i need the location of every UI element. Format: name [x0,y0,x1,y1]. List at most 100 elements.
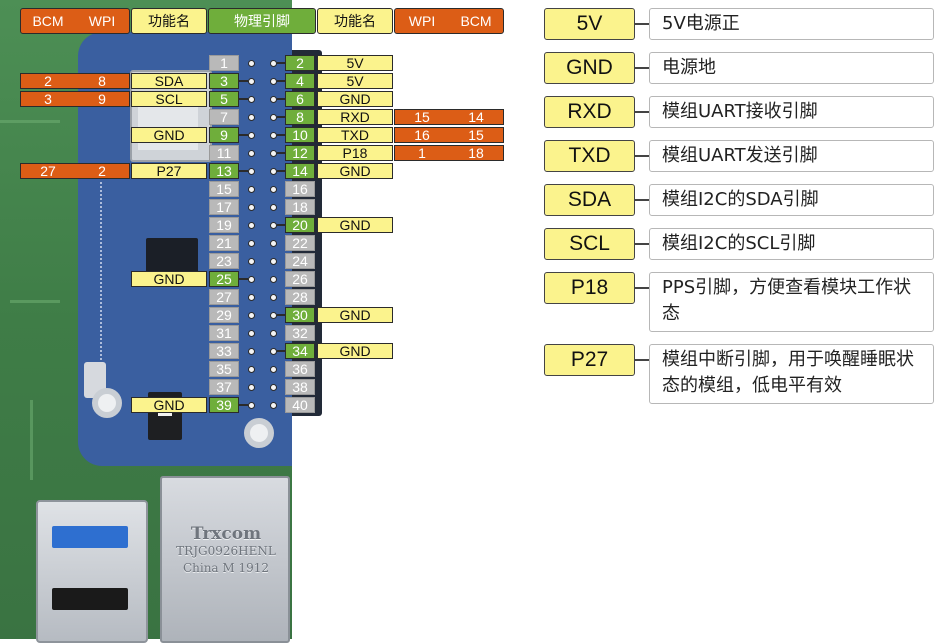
pin-even-6: 6 [285,91,315,107]
pin-even-connector [270,186,277,193]
pin-odd-connector [248,150,255,157]
pin-odd-connector [248,240,255,247]
pcb-trace [10,300,60,303]
pin-odd-connector [248,294,255,301]
bcm-number: 14 [468,109,484,125]
pin-even-connector [270,204,277,211]
pin-even-func-8: RXD [317,109,393,125]
pin-odd-func-5: SCL [131,91,207,107]
pin-even-connector [270,96,277,103]
legend-desc-scl: 模组I2C的SCL引脚 [649,228,934,260]
pin-odd-15: 15 [209,181,239,197]
pin-even-func-10: TXD [317,127,393,143]
pin-odd-connector [248,330,255,337]
legend-desc-p18: PPS引脚，方便查看模块工作状态 [649,272,934,332]
pin-even-connector [270,78,277,85]
pin-odd-connector [248,402,255,409]
pin-odd-func-39: GND [131,397,207,413]
pin-even-connector [270,330,277,337]
pin-odd-connector [248,222,255,229]
pin-even-connector-line [277,152,285,154]
pin-even-36: 36 [285,361,315,377]
pin-even-func-12: P18 [317,145,393,161]
pin-even-28: 28 [285,289,315,305]
pin-odd-connector [248,78,255,85]
pin-even-8: 8 [285,109,315,125]
header-wpi-label: WPI [408,13,436,29]
wpi-number: 16 [414,127,430,143]
pin-odd-connector [248,366,255,373]
pin-even-connector [270,150,277,157]
legend-connector [635,199,649,201]
legend-key-scl: SCL [544,228,635,260]
pin-even-2: 2 [285,55,315,71]
pin-odd-13: 13 [209,163,239,179]
eth-model-text: TRJG0926HENL [176,544,276,558]
pin-odd-func-9: GND [131,127,207,143]
pin-odd-11: 11 [209,145,239,161]
wpi-number: 8 [98,73,106,89]
pin-odd-5: 5 [209,91,239,107]
pin-even-26: 26 [285,271,315,287]
pin-odd-connector [248,96,255,103]
bcm-number: 27 [40,163,56,179]
pin-even-connector [270,168,277,175]
pin-even-connector [270,114,277,121]
legend-connector [635,243,649,245]
pin-odd-27: 27 [209,289,239,305]
legend-desc-txd: 模组UART发送引脚 [649,140,934,172]
pin-odd-35: 35 [209,361,239,377]
silkscreen-labels [100,182,114,372]
pin-even-connector [270,60,277,67]
header-physical-pin: 物理引脚 [208,8,316,34]
bcm-number: 15 [468,127,484,143]
pin-odd-connector [248,276,255,283]
pin-even-func-6: GND [317,91,393,107]
legend-connector [635,23,649,25]
pin-odd-31: 31 [209,325,239,341]
header-bcm-label: BCM [32,13,64,29]
pin-even-22: 22 [285,235,315,251]
wpi-number: 15 [414,109,430,125]
header-wpi-label: WPI [88,13,116,29]
pin-even-connector [270,402,277,409]
pin-odd-33: 33 [209,343,239,359]
legend-desc-sda: 模组I2C的SDA引脚 [649,184,934,216]
wpi-number: 1 [418,145,426,161]
pin-odd-7: 7 [209,109,239,125]
legend-key-txd: TXD [544,140,635,172]
legend-desc-gnd: 电源地 [649,52,934,84]
eth-origin-text: China M 1912 [182,561,270,575]
pin-even-12: 12 [285,145,315,161]
pin-even-38: 38 [285,379,315,395]
pin-odd-9: 9 [209,127,239,143]
pin-even-func-34: GND [317,343,393,359]
pin-even-30: 30 [285,307,315,323]
pin-even-connector-line [277,80,285,82]
ethernet-port: Trxcom TRJG0926HENL China M 1912 [160,476,290,643]
pin-odd-connector [248,348,255,355]
pin-even-10: 10 [285,127,315,143]
legend-key-p27: P27 [544,344,635,376]
legend-desc-rxd: 模组UART接收引脚 [649,96,934,128]
pin-even-connector-line [277,98,285,100]
wpi-number: 9 [98,91,106,107]
legend-connector [635,155,649,157]
mount-hole [92,388,122,418]
pin-even-func-2: 5V [317,55,393,71]
bcm-number: 18 [468,145,484,161]
header-wpi-bcm-right: WPI BCM [394,8,504,34]
pin-even-connector-line [277,170,285,172]
pin-even-connector [270,258,277,265]
pin-even-connector [270,348,277,355]
pin-even-18: 18 [285,199,315,215]
pin-even-connector [270,240,277,247]
bcm-number: 3 [44,91,52,107]
pin-even-connector [270,276,277,283]
header-bcm-label: BCM [460,13,492,29]
legend-connector [635,359,649,361]
pin-even-wpi-bcm-12: 1 18 [394,145,504,161]
